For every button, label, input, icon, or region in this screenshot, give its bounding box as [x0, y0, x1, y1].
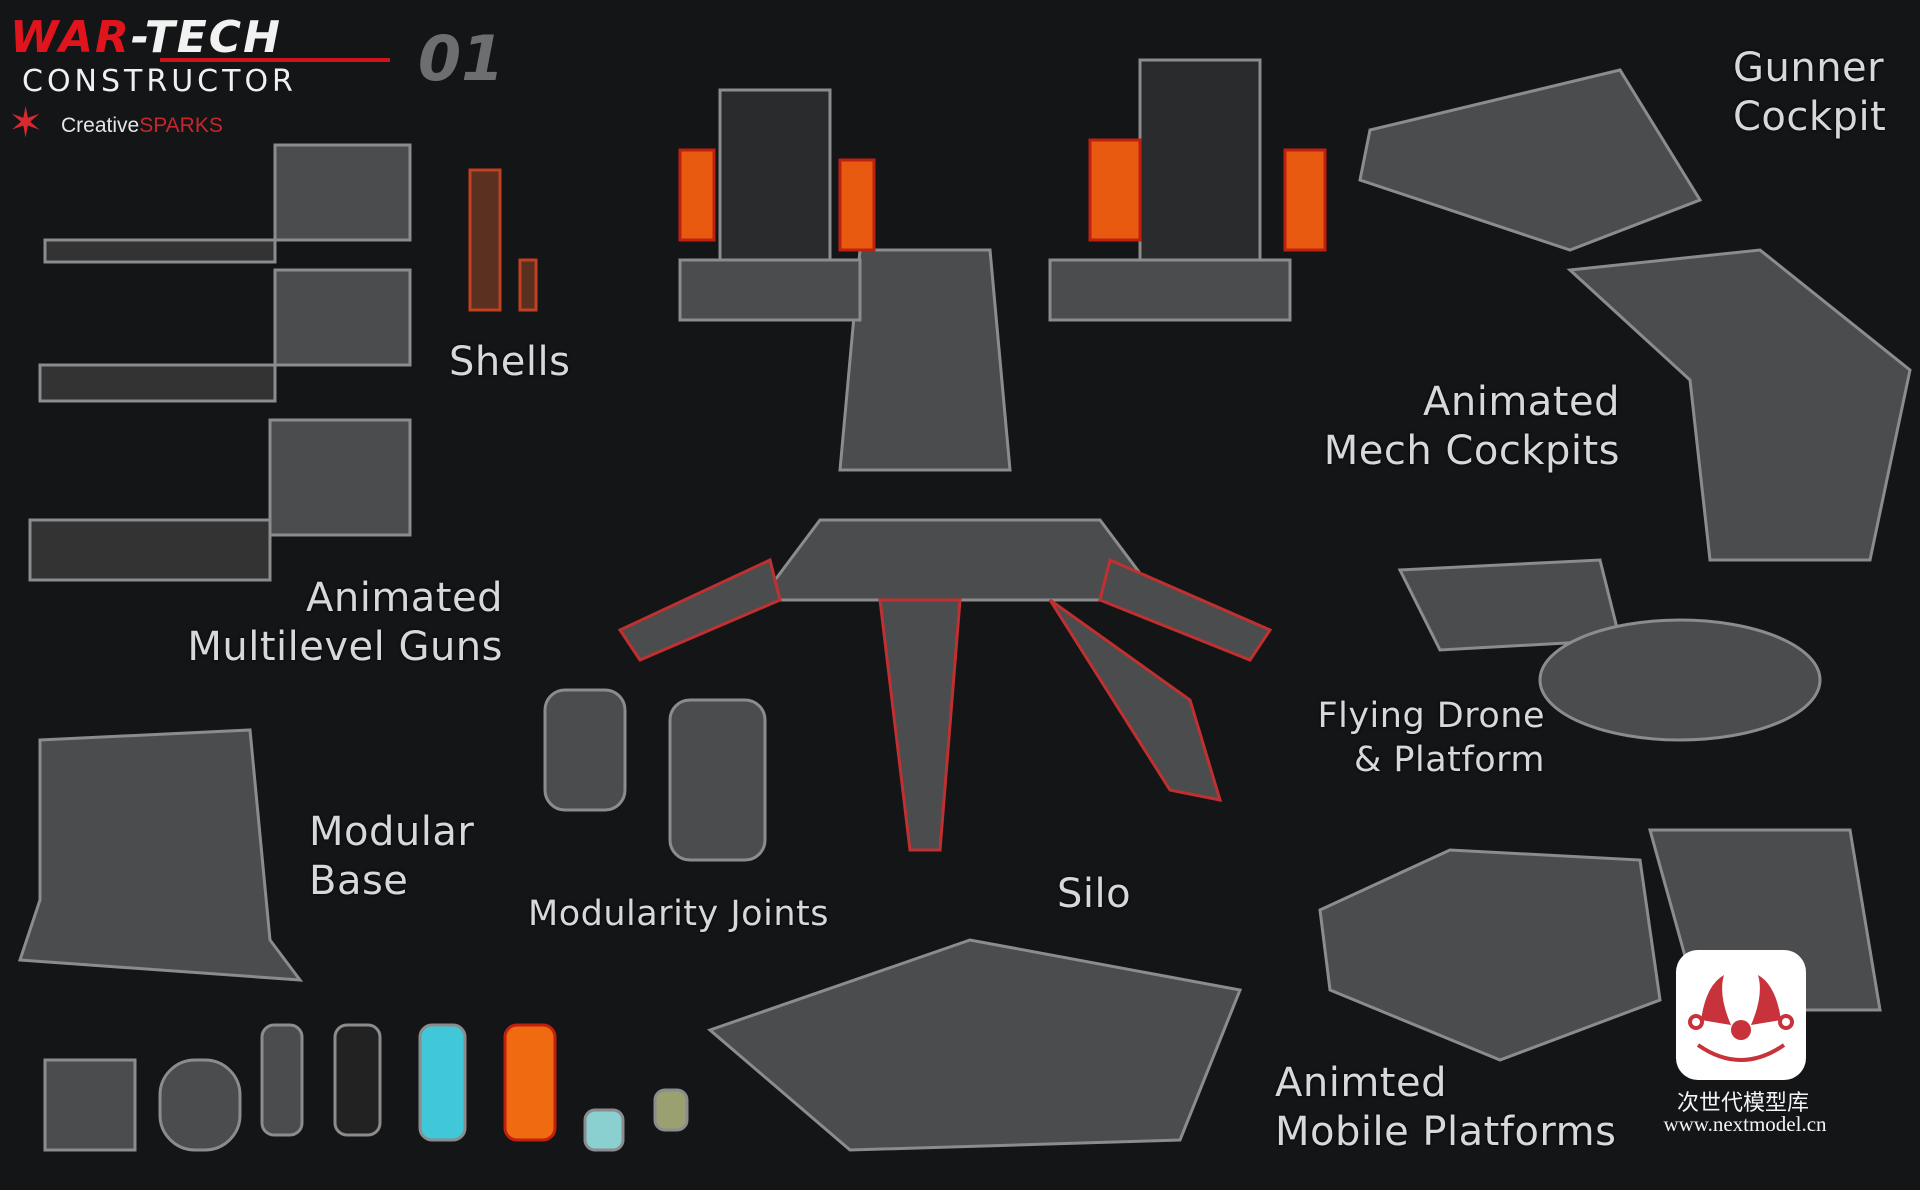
label-mobile-platforms: Animted Mobile Platforms: [1275, 1059, 1616, 1157]
publisher-name-a: Creative: [61, 114, 140, 137]
label-flying-drone: Flying Drone & Platform: [1317, 694, 1545, 782]
logo-constructor: CONSTRUCTOR: [22, 64, 297, 99]
label-line: Animated: [306, 575, 503, 621]
label-line: Animted: [1275, 1060, 1447, 1106]
label-gunner-cockpit: Gunner Cockpit: [1733, 44, 1886, 142]
modularity-joints-render: [543, 688, 767, 862]
publisher-logo: CreativeSPARKS: [61, 114, 223, 138]
label-multilevel-guns: Animated Multilevel Guns: [187, 574, 503, 672]
publisher-name-b: SPARKS: [139, 114, 223, 137]
modular-base-render: [17, 728, 304, 982]
label-modularity-joints: Modularity Joints: [528, 894, 829, 934]
logo-tech: -TECH: [130, 12, 282, 63]
label-line: Mech Cockpits: [1323, 428, 1620, 474]
shells-render: [468, 168, 538, 312]
logo-war: WAR: [10, 12, 131, 63]
label-shells: Shells: [449, 339, 571, 385]
label-line: Modular: [309, 809, 475, 855]
gunner-cockpit-render: [1358, 68, 1703, 252]
watermark-url: www.nextmodel.cn: [1663, 1112, 1827, 1136]
label-line: Flying Drone: [1317, 696, 1545, 736]
mech-cockpit-render: [1566, 248, 1912, 562]
label-modular-base: Modular Base: [309, 808, 474, 906]
label-line: Multilevel Guns: [187, 624, 503, 670]
flying-drone-render: [1397, 558, 1822, 742]
central-turret-render: [617, 58, 1327, 852]
spark-star-icon: ✶: [8, 98, 44, 147]
label-silo: Silo: [1057, 871, 1132, 917]
label-line: Animated: [1423, 379, 1620, 425]
label-line: & Platform: [1353, 740, 1545, 780]
mobile-platforms-render: [1318, 848, 1662, 1062]
logo-volume-number: 01: [418, 22, 505, 95]
label-line: Gunner: [1733, 45, 1885, 91]
multilevel-guns-render: [28, 143, 412, 582]
watermark-logo-icon: [1676, 950, 1806, 1080]
label-mech-cockpits: Animated Mech Cockpits: [1324, 378, 1620, 476]
watermark-name: 次世代模型库: [1676, 1091, 1809, 1116]
misc-parts-render: [43, 1023, 689, 1152]
logo-underline: [160, 58, 390, 62]
label-line: Cockpit: [1733, 94, 1887, 140]
label-line: Mobile Platforms: [1275, 1109, 1617, 1155]
label-line: Base: [309, 858, 409, 904]
silo-render: [707, 938, 1243, 1152]
